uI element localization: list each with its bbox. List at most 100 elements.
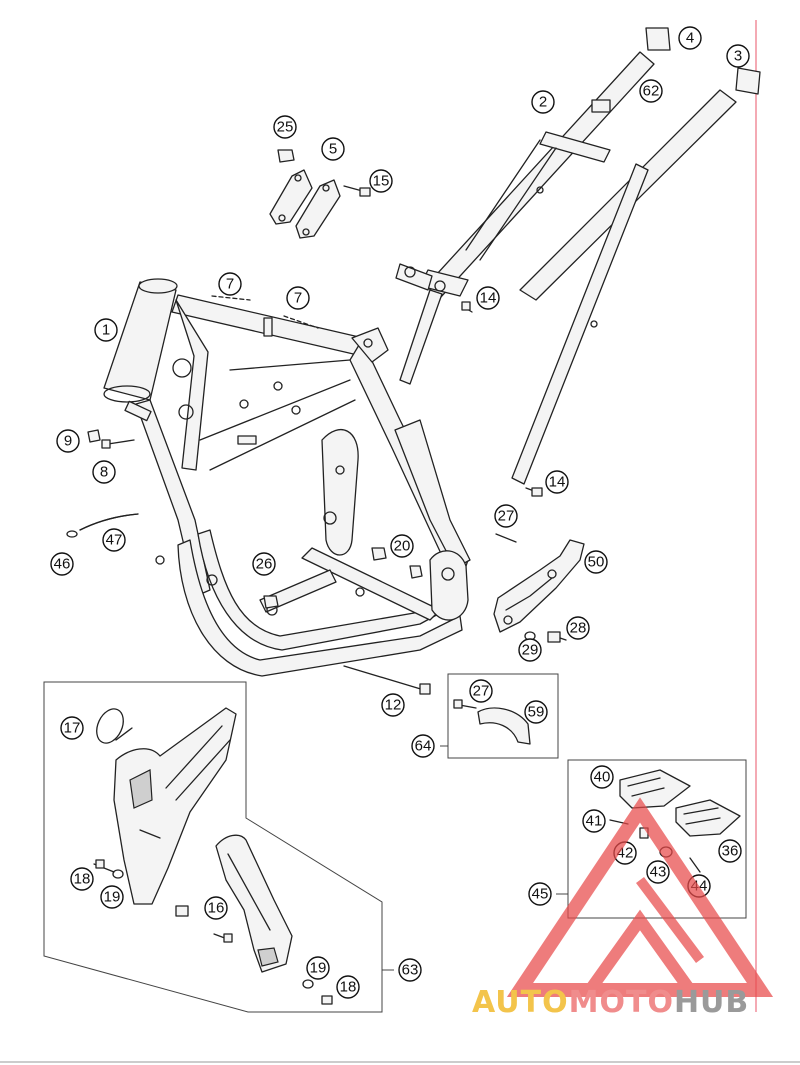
callout-27a: 27 xyxy=(494,504,518,528)
subframe-lower-strut-right xyxy=(511,163,649,485)
svg-text:46: 46 xyxy=(54,556,71,573)
callout-26: 26 xyxy=(252,552,276,576)
callout-45: 45 xyxy=(528,882,552,906)
nut-9 xyxy=(87,429,101,443)
callout-36: 36 xyxy=(718,839,742,863)
subframe-upper-left-rail xyxy=(425,51,655,299)
svg-text:64: 64 xyxy=(415,738,432,755)
guide-59 xyxy=(477,707,531,745)
svg-text:9: 9 xyxy=(64,433,72,450)
callout-28: 28 xyxy=(566,616,590,640)
box-45 xyxy=(556,759,747,919)
svg-text:7: 7 xyxy=(226,276,234,293)
callout-20: 20 xyxy=(390,534,414,558)
watermark-hub: HUB xyxy=(674,985,749,1020)
svg-text:19: 19 xyxy=(104,889,121,906)
bolt-8 xyxy=(101,439,111,449)
main-frame xyxy=(103,278,471,677)
callout-17: 17 xyxy=(60,716,84,740)
frame-protector-right xyxy=(215,834,293,973)
spacer-62 xyxy=(591,99,611,113)
svg-text:43: 43 xyxy=(650,864,667,881)
subframe-lower-strut-left xyxy=(399,289,443,385)
svg-text:36: 36 xyxy=(722,843,739,860)
callout-59: 59 xyxy=(524,700,548,724)
footpeg-36 xyxy=(675,799,741,837)
callout-15: 15 xyxy=(369,169,393,193)
callout-12: 12 xyxy=(381,693,405,717)
steering-head-tube xyxy=(103,281,177,401)
svg-text:26: 26 xyxy=(256,556,273,573)
svg-text:8: 8 xyxy=(100,464,108,481)
callout-64: 64 xyxy=(411,734,435,758)
plug-3 xyxy=(735,67,761,95)
svg-text:20: 20 xyxy=(394,538,411,555)
steering-head-top xyxy=(138,278,178,294)
bolt-15 xyxy=(359,187,371,197)
callout-3: 3 xyxy=(726,44,750,68)
callout-18a: 18 xyxy=(70,867,94,891)
callout-46: 46 xyxy=(50,552,74,576)
svg-text:2: 2 xyxy=(539,94,547,111)
bolt-12 xyxy=(343,665,425,691)
nut-25 xyxy=(277,149,295,163)
box-64 xyxy=(440,673,559,759)
svg-text:16: 16 xyxy=(208,900,225,917)
callout-63: 63 xyxy=(398,958,422,982)
frame-protector-left xyxy=(113,707,237,905)
hose-47 xyxy=(79,513,139,531)
svg-text:14: 14 xyxy=(480,290,497,307)
callout-27b: 27 xyxy=(469,679,493,703)
watermark-text: AUTOMOTOHUB xyxy=(472,985,749,1020)
svg-text:14: 14 xyxy=(549,474,566,491)
svg-text:17: 17 xyxy=(64,720,81,737)
svg-text:45: 45 xyxy=(532,886,549,903)
svg-text:27: 27 xyxy=(498,508,515,525)
watermark-triangle xyxy=(506,797,774,997)
svg-text:18: 18 xyxy=(74,871,91,888)
box-63 xyxy=(43,681,394,1013)
callout-2: 2 xyxy=(531,90,555,114)
callout-16: 16 xyxy=(204,896,228,920)
callout-62: 62 xyxy=(639,79,663,103)
callout-47: 47 xyxy=(102,528,126,552)
svg-text:4: 4 xyxy=(686,30,694,47)
svg-text:27: 27 xyxy=(473,683,490,700)
callout-1: 1 xyxy=(94,318,118,342)
callout-8: 8 xyxy=(92,460,116,484)
svg-text:15: 15 xyxy=(373,173,390,190)
svg-text:7: 7 xyxy=(294,290,302,307)
watermark-logo xyxy=(506,797,774,997)
callout-19a: 19 xyxy=(100,885,124,909)
svg-text:47: 47 xyxy=(106,532,123,549)
clip-44 xyxy=(689,857,701,873)
svg-text:19: 19 xyxy=(310,960,327,977)
callout-41: 41 xyxy=(582,809,606,833)
bolt-28 xyxy=(547,631,561,643)
svg-text:41: 41 xyxy=(586,813,603,830)
callout-7b: 7 xyxy=(286,286,310,310)
callout-9: 9 xyxy=(56,429,80,453)
subframe xyxy=(395,27,761,485)
swingarm-pivot-plate xyxy=(321,428,359,556)
svg-text:29: 29 xyxy=(522,642,539,659)
svg-text:40: 40 xyxy=(594,769,611,786)
svg-text:12: 12 xyxy=(385,697,402,714)
svg-text:62: 62 xyxy=(643,83,660,100)
svg-text:3: 3 xyxy=(734,48,742,65)
watermark-auto: AUTO xyxy=(472,985,569,1020)
callout-43: 43 xyxy=(646,860,670,884)
callout-19b: 19 xyxy=(306,956,330,980)
callout-18b: 18 xyxy=(336,975,360,999)
svg-text:25: 25 xyxy=(277,119,294,136)
chain-guide-50 xyxy=(493,539,585,633)
svg-text:1: 1 xyxy=(102,322,110,339)
callout-50: 50 xyxy=(584,550,608,574)
callout-5: 5 xyxy=(321,137,345,161)
hardware xyxy=(66,149,567,695)
callout-14b: 14 xyxy=(545,470,569,494)
clip-46 xyxy=(66,530,78,538)
watermark-inner-triangle xyxy=(585,909,695,994)
watermark-moto: MOTO xyxy=(569,985,674,1020)
